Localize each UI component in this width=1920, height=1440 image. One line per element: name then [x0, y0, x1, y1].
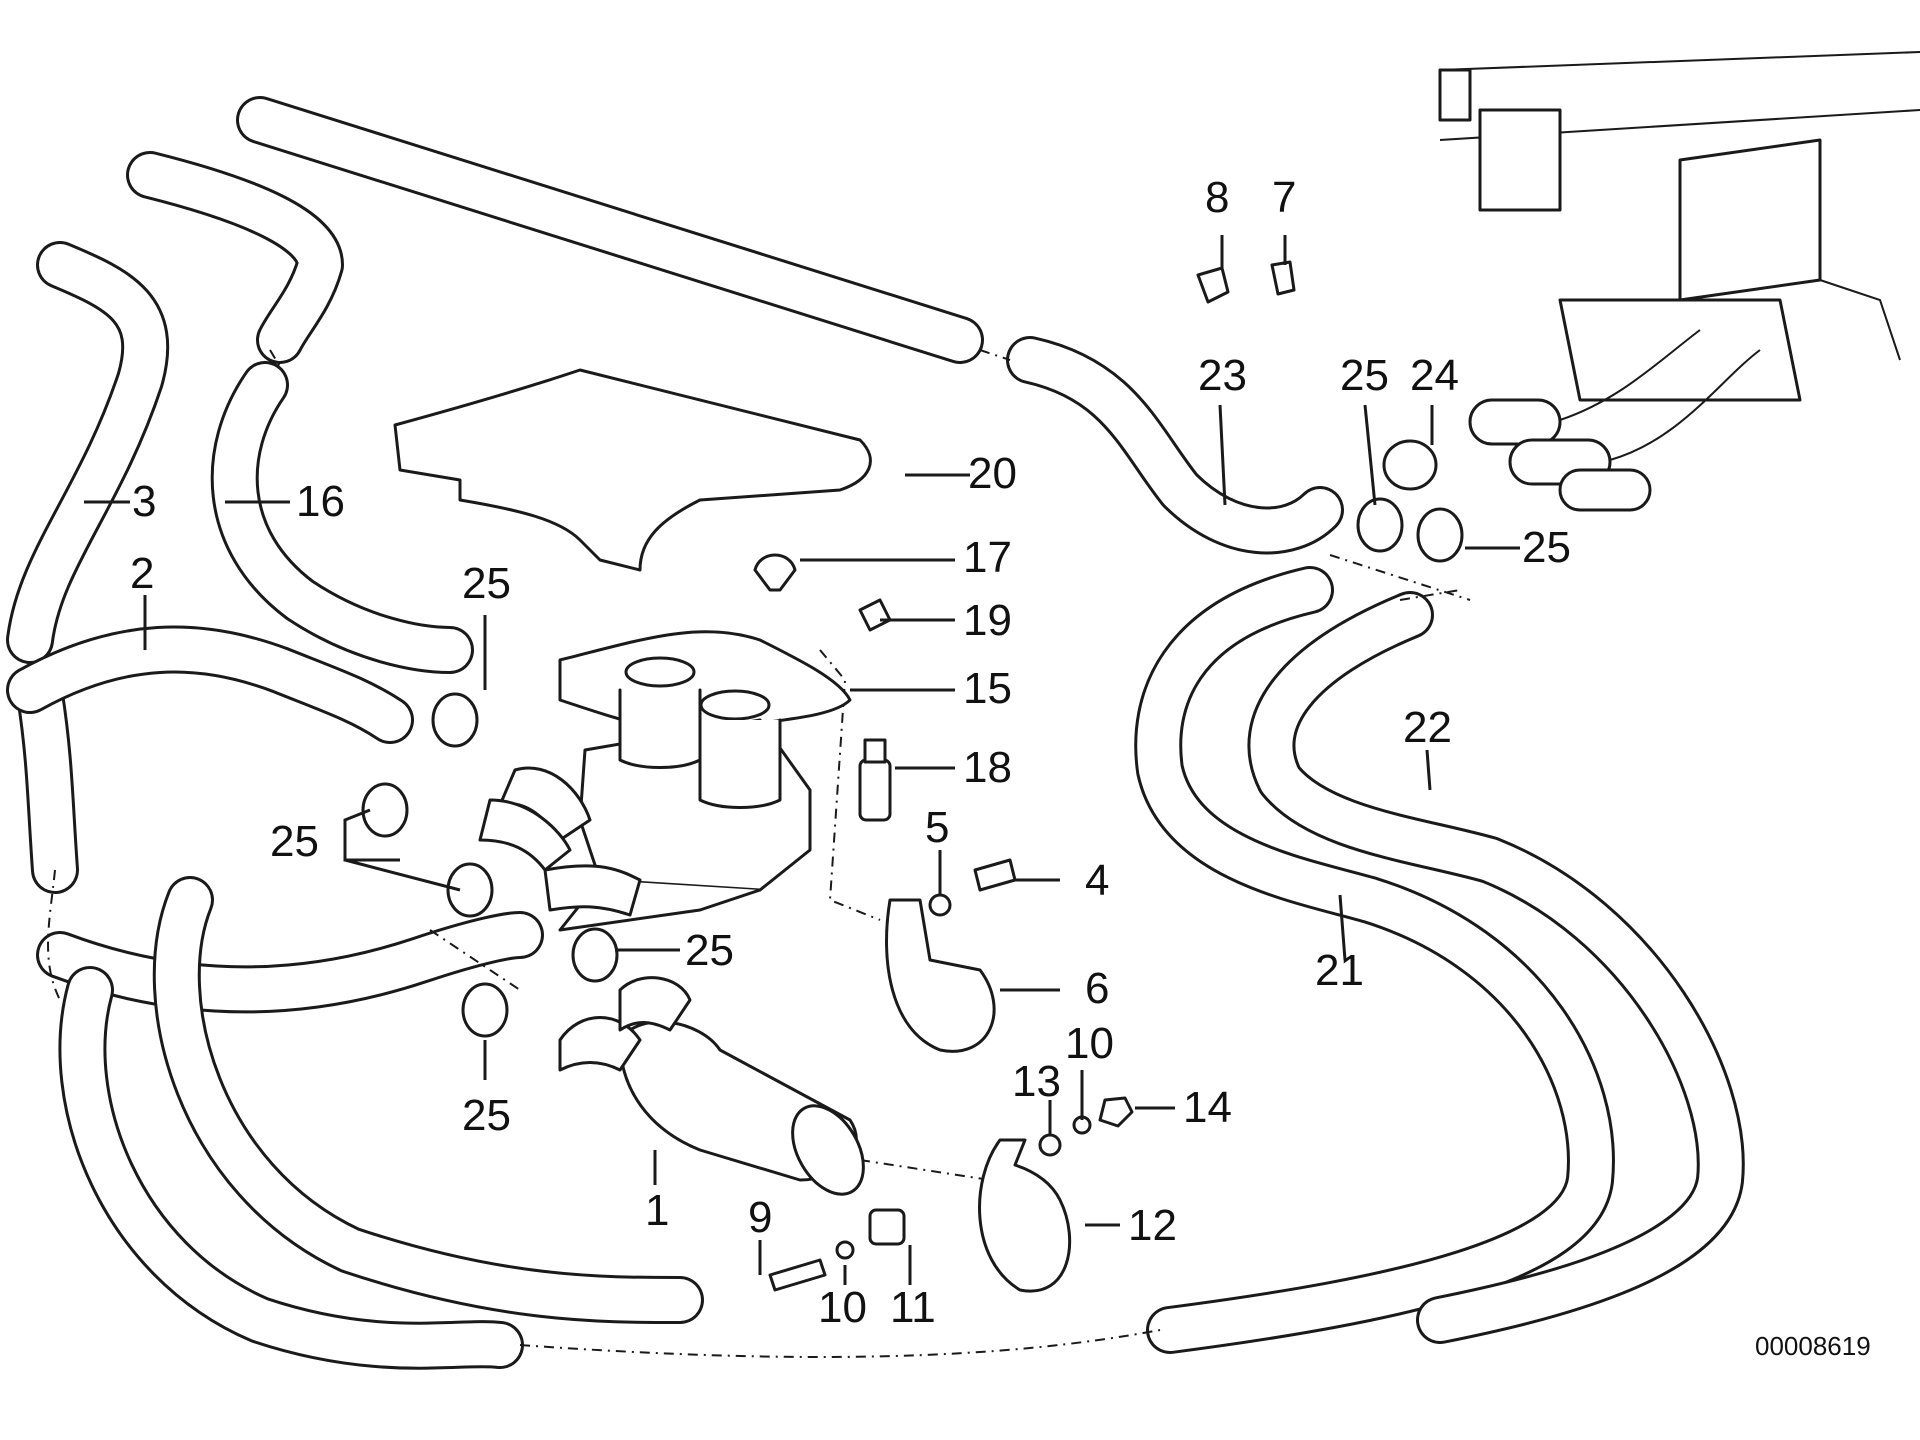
leader-lines [84, 235, 1520, 1285]
callout-labels: 3 16 2 25 25 25 25 25 25 20 17 19 15 18 … [130, 173, 1871, 1361]
callout-25-top-right: 25 [1340, 351, 1389, 400]
callout-23: 23 [1198, 351, 1247, 400]
hose-clamps [361, 439, 1464, 1038]
callout-14: 14 [1183, 1083, 1232, 1132]
hose-3 [6, 241, 170, 894]
callout-19: 19 [963, 596, 1012, 645]
reference-number: 00008619 [1755, 1331, 1871, 1361]
callout-24: 24 [1410, 351, 1459, 400]
bracket-6 [885, 898, 996, 1053]
hose-23 [1006, 336, 1344, 555]
water-valve-block [558, 630, 852, 932]
routing-lines [47, 349, 1471, 1358]
callout-15: 15 [963, 664, 1012, 713]
bracket-12 [978, 1138, 1072, 1293]
callout-12: 12 [1128, 1201, 1177, 1250]
callout-25-bottom: 25 [462, 1091, 511, 1140]
callout-13: 13 [1012, 1057, 1061, 1106]
callout-1: 1 [645, 1186, 669, 1235]
callout-16: 16 [296, 477, 345, 526]
callout-25-right: 25 [1522, 523, 1571, 572]
callout-21: 21 [1315, 946, 1364, 995]
hose-lower-outer [58, 876, 704, 1370]
callout-20: 20 [968, 449, 1017, 498]
valve-corrugated-ports [478, 766, 642, 917]
callout-10-right: 10 [1065, 1019, 1114, 1068]
callout-25-top-left: 25 [462, 559, 511, 608]
callout-5: 5 [925, 803, 949, 852]
heater-core-pipe-stubs [1468, 329, 1761, 512]
callout-8: 8 [1205, 173, 1229, 222]
callout-10-bottom: 10 [818, 1283, 867, 1332]
heater-core [1438, 51, 1920, 402]
callout-11: 11 [890, 1283, 936, 1332]
callout-9: 9 [748, 1193, 772, 1242]
hose-upper [236, 96, 984, 364]
callout-3: 3 [132, 477, 156, 526]
cover [393, 368, 872, 572]
callout-22: 22 [1403, 703, 1452, 752]
small-fasteners [753, 260, 1296, 1292]
callout-7: 7 [1272, 173, 1296, 222]
callout-2: 2 [130, 549, 154, 598]
callout-4: 4 [1085, 856, 1109, 905]
auxiliary-water-pump [558, 976, 865, 1196]
hose-16 [126, 151, 474, 674]
callout-25-left: 25 [270, 817, 319, 866]
hose-22 [1247, 591, 1745, 1344]
callout-18: 18 [963, 743, 1012, 792]
hose-21 [1134, 566, 1615, 1354]
callout-25-middle: 25 [685, 926, 734, 975]
callout-17: 17 [963, 533, 1012, 582]
hose-2 [6, 625, 544, 1014]
callout-6: 6 [1085, 964, 1109, 1013]
